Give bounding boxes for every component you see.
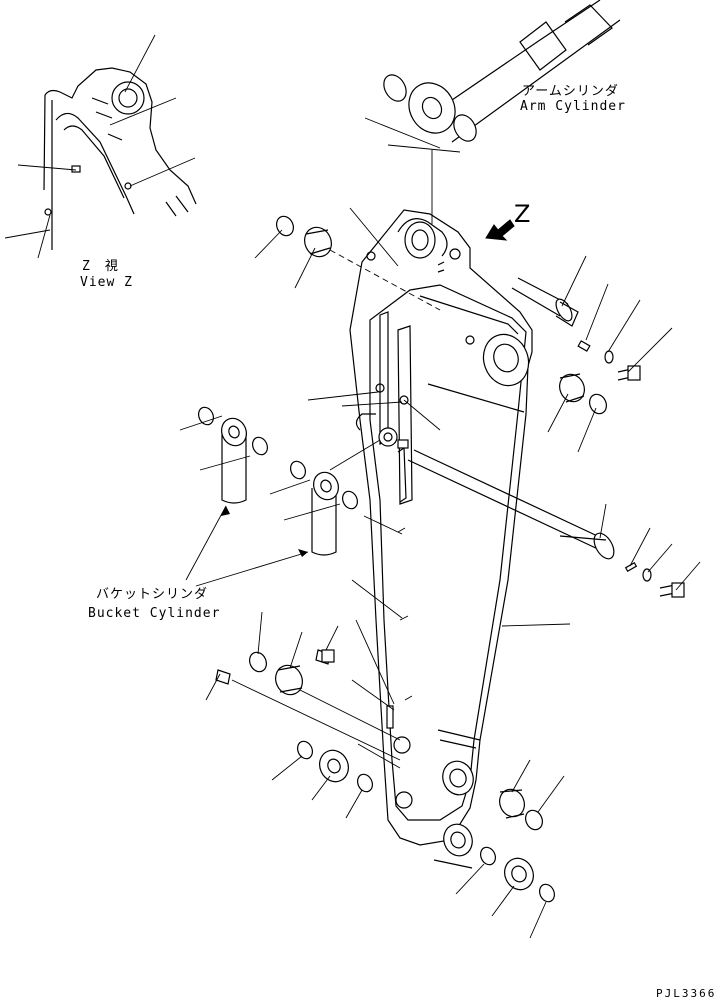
arm-cylinder-assembly: アームシリンダ Arm Cylinder (364, 0, 626, 224)
upper-left-bushings (276, 215, 441, 311)
right-hardware (407, 277, 685, 903)
arm-cylinder-label-jp: アームシリンダ (522, 84, 619, 99)
bucket-cylinder-label-en: Bucket Cylinder (88, 606, 220, 621)
view-z-label-jp: Z 視 (82, 259, 119, 274)
leader-lines (205, 207, 701, 939)
view-z-label-en: View Z (80, 275, 133, 290)
drawing-code: PJL3366 (656, 987, 716, 1000)
bucket-cylinder-label-jp: バケットシリンダ (96, 587, 208, 602)
z-marker-label: Z (514, 200, 530, 228)
view-z-inset: Z 視 View Z (4, 34, 197, 290)
lower-left-hardware (215, 649, 401, 793)
arm-cylinder-label-en: Arm Cylinder (520, 99, 626, 114)
z-view-arrow: Z (485, 200, 530, 241)
arm-body (349, 209, 533, 869)
bucket-cylinders: バケットシリンダ Bucket Cylinder (88, 406, 381, 621)
